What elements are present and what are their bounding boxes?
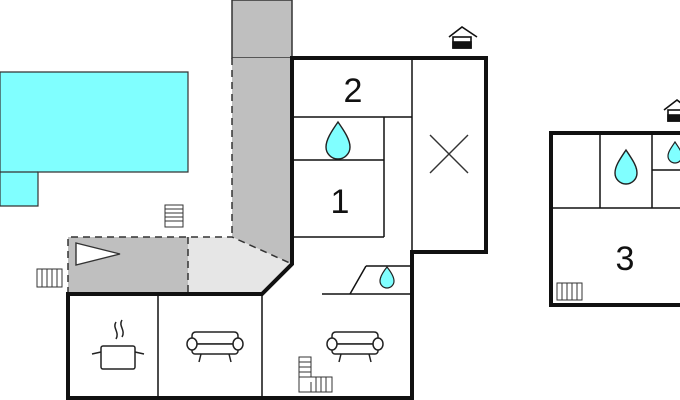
terrace-strip [231, 0, 293, 264]
house-entrance-icon [448, 26, 478, 49]
room-label-2: 2 [344, 72, 363, 110]
water-drop-icon [325, 120, 351, 160]
water-drop-icon [379, 266, 395, 289]
staircase-icon [556, 282, 583, 301]
entrance-terrace [67, 236, 293, 294]
staircase-icon [36, 268, 63, 288]
x-mark-icon [429, 134, 469, 174]
room-label-3: 3 [616, 240, 635, 278]
house-entrance-icon [663, 98, 680, 122]
side-building-walls [549, 131, 680, 307]
water-drop-icon [667, 140, 680, 164]
sofa-icon [186, 331, 244, 363]
sofa-icon [326, 331, 384, 363]
staircase-icon [164, 204, 184, 228]
cooking-pot-icon [91, 319, 145, 370]
room-label-1: 1 [331, 183, 350, 221]
water-drop-icon [614, 148, 638, 185]
pool [0, 71, 189, 207]
entrance-arrow-icon [75, 242, 121, 266]
staircase-icon [298, 356, 333, 393]
main-building-walls [66, 56, 488, 400]
